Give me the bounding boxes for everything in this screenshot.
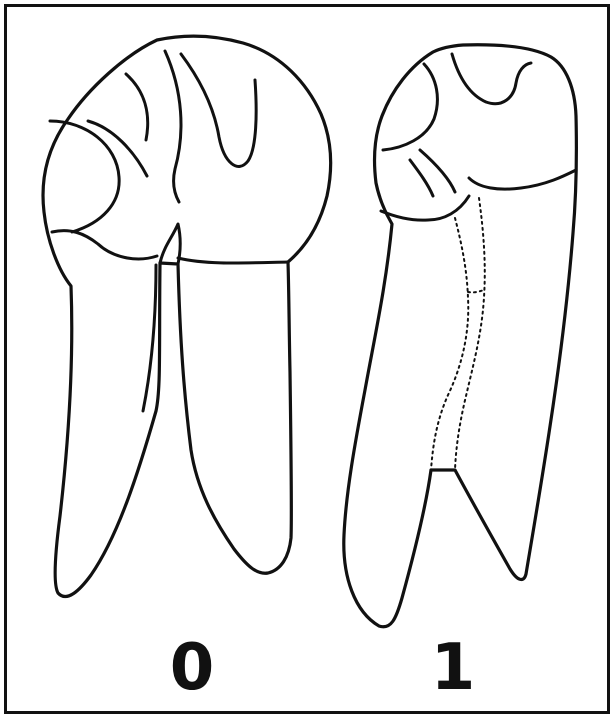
tooth-1-outline [344,45,577,627]
tooth-1-illustration [344,45,577,627]
label-one: 1 [431,636,476,700]
tooth-0-outline [43,36,331,596]
label-zero: 0 [170,636,215,700]
tooth-0-illustration [43,36,331,596]
